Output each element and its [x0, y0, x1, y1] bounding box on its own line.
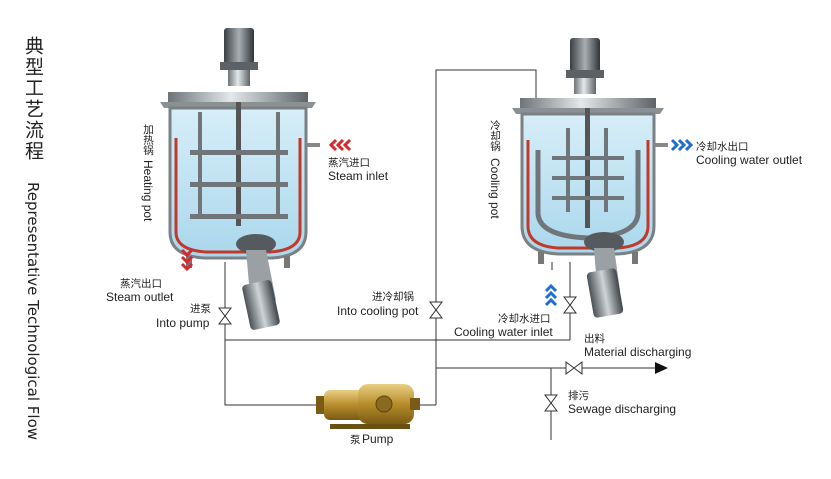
into-pump-cn: 进泵	[190, 303, 211, 315]
pump-en: Pump	[362, 432, 394, 446]
into-cooling-pot-en: Into cooling pot	[337, 304, 419, 318]
title-block: 典型工艺流程 Representative Technological Flow	[22, 36, 44, 440]
heating-pot	[160, 28, 320, 330]
material-discharging-cn: 出料	[584, 332, 605, 345]
cooling-pot-label-en: Cooling pot	[488, 158, 502, 219]
valve-material-discharging[interactable]	[565, 361, 583, 375]
cooling-water-inlet-arrows	[544, 283, 558, 307]
into-cooling-pot-cn: 进冷却锅	[372, 290, 414, 303]
heating-pot-label-en: Heating pot	[141, 160, 155, 222]
heating-pot-homogenizer-motor	[242, 280, 280, 330]
pump-cn: 泵	[350, 434, 361, 446]
sewage-discharging-en: Sewage discharging	[568, 402, 676, 416]
pump	[316, 384, 420, 429]
cooling-pot	[512, 38, 668, 318]
heating-pot-jacket	[174, 138, 302, 254]
steam-inlet-cn: 蒸汽进口	[328, 156, 370, 169]
cooling-pot-homogenizer-motor	[586, 268, 624, 318]
valve-sewage[interactable]	[544, 394, 558, 412]
steam-outlet-arrows	[180, 248, 194, 272]
sewage-discharging-cn: 排污	[568, 389, 589, 402]
title-en: Representative Technological Flow	[24, 182, 42, 440]
valve-into-pump[interactable]	[218, 307, 232, 325]
valve-into-cooling-pot[interactable]	[429, 301, 443, 319]
steam-inlet-arrows	[328, 138, 352, 152]
steam-outlet-cn: 蒸汽出口	[120, 277, 162, 290]
heating-pot-label-cn: 加热锅	[142, 124, 154, 156]
into-pump-en: Into pump	[156, 316, 210, 330]
discharge-arrowhead	[655, 362, 668, 374]
cooling-water-outlet-cn: 冷却水出口	[696, 140, 749, 153]
valve-cooling-water-inlet[interactable]	[563, 296, 577, 314]
steam-outlet-en: Steam outlet	[106, 290, 174, 304]
cooling-water-outlet-arrows	[670, 138, 694, 152]
title-cn: 典型工艺流程	[22, 36, 44, 162]
heating-pot-agitator-blades	[190, 112, 288, 219]
cooling-water-outlet-en: Cooling water outlet	[696, 153, 803, 167]
material-discharging-en: Material discharging	[584, 345, 691, 359]
cooling-pot-motor	[570, 38, 600, 72]
steam-inlet-en: Steam inlet	[328, 169, 389, 183]
cooling-water-inlet-en: Cooling water inlet	[454, 325, 553, 339]
heating-pot-motor	[224, 28, 254, 64]
cooling-water-inlet-cn: 冷却水进口	[498, 312, 551, 325]
cooling-pot-label-cn: 冷却锅	[489, 119, 501, 152]
